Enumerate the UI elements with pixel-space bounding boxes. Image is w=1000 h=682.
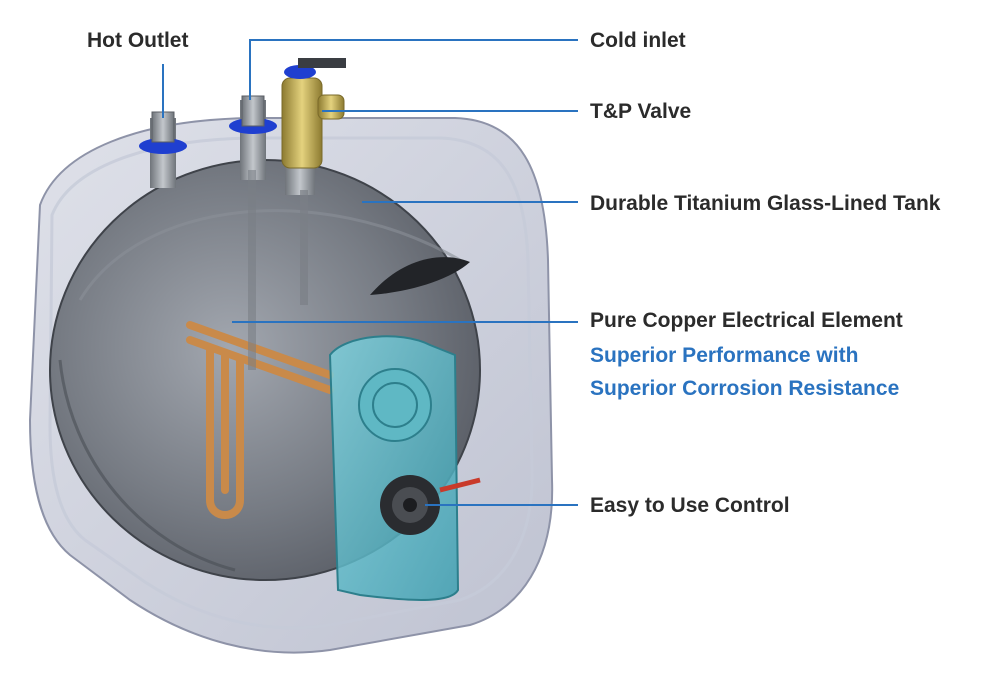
label-tp-valve: T&P Valve [590, 100, 692, 123]
hot-outlet-pipe [139, 111, 187, 188]
label-element-sub-1: Superior Performance with [590, 344, 859, 367]
tp-valve [281, 58, 346, 305]
control-panel [328, 335, 481, 601]
copper-element [186, 321, 334, 519]
cold-inlet-pipe [229, 95, 277, 370]
leader-lines [162, 39, 578, 506]
leader-cold-inlet [249, 39, 578, 100]
label-tank: Durable Titanium Glass-Lined Tank [590, 192, 941, 215]
label-hot-outlet: Hot Outlet [87, 29, 189, 52]
label-element-sub-2: Superior Corrosion Resistance [590, 377, 900, 400]
label-control: Easy to Use Control [590, 494, 790, 517]
label-cold-inlet: Cold inlet [590, 29, 686, 52]
label-element: Pure Copper Electrical Element [590, 309, 903, 332]
